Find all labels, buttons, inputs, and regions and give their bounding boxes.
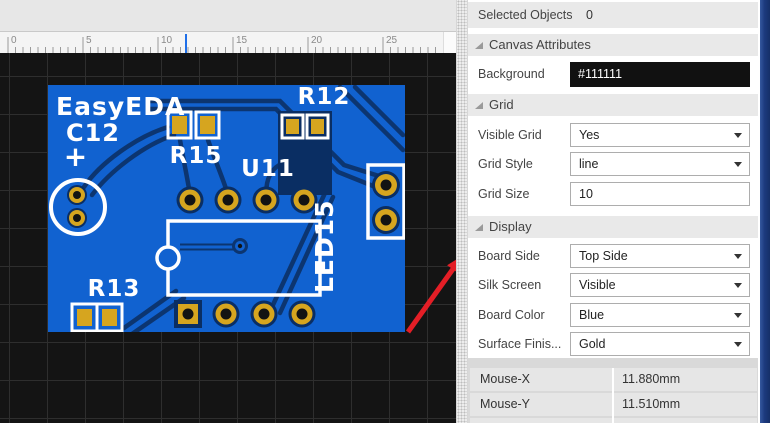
- right-dock-edge: [760, 0, 770, 423]
- section-header-canvas-attributes[interactable]: Canvas Attributes: [468, 34, 758, 56]
- svg-text:0: 0: [11, 35, 17, 46]
- select-value: line: [579, 157, 599, 171]
- board-side-label: Board Side: [478, 249, 540, 263]
- board-color-select[interactable]: Blue: [570, 303, 750, 327]
- mouse-y-value: 11.510mm: [622, 397, 681, 411]
- u11-bottom-pads: [174, 300, 316, 328]
- grid-size-input[interactable]: [570, 182, 750, 206]
- svg-text:20: 20: [311, 35, 323, 46]
- svg-text:10: 10: [161, 35, 173, 46]
- r13-pads: [70, 302, 124, 332]
- dropdown-arrow-icon: [734, 254, 742, 259]
- select-value: Top Side: [579, 249, 628, 263]
- r12-pads: [280, 113, 330, 140]
- selected-objects-count: 0: [586, 8, 593, 22]
- silkscreen-u11-label: U11: [241, 156, 295, 182]
- silkscreen-r12-label: R12: [298, 85, 351, 110]
- section-header-grid[interactable]: Grid: [468, 94, 758, 116]
- c12-capacitor: [49, 178, 107, 236]
- grid-style-label: Grid Style: [478, 157, 533, 171]
- properties-panel: Selected Objects 0 Canvas Attributes Bac…: [468, 0, 760, 423]
- silkscreen-r15-label: R15: [170, 143, 223, 169]
- ruler-end-corner: [443, 32, 457, 53]
- selected-objects-label: Selected Objects: [478, 8, 573, 22]
- dropdown-arrow-icon: [734, 342, 742, 347]
- visible-grid-label: Visible Grid: [478, 128, 542, 142]
- select-value: Gold: [579, 337, 606, 351]
- surface-finish-select[interactable]: Gold: [570, 332, 750, 356]
- board-color-label: Board Color: [478, 308, 545, 322]
- ruler-cursor-marker: [185, 34, 188, 53]
- surface-finish-label: Surface Finis...: [478, 337, 562, 351]
- ruler-ticks: 0 5 10 15 20 25: [7, 35, 436, 53]
- led15-connector: [366, 163, 405, 240]
- silk-screen-label: Silk Screen: [478, 278, 542, 292]
- collapse-triangle-icon: [475, 224, 483, 231]
- top-toolbar: [0, 0, 456, 32]
- background-label: Background: [478, 67, 545, 81]
- silkscreen-c12-label: C12: [66, 119, 120, 147]
- select-value: Blue: [579, 308, 605, 322]
- select-value: Yes: [579, 128, 600, 142]
- panel-splitter-handle[interactable]: [456, 0, 468, 423]
- board-side-select[interactable]: Top Side: [570, 244, 750, 268]
- u11-silkscreen-body: [155, 219, 322, 297]
- mouse-x-value: 11.880mm: [622, 372, 681, 386]
- silkscreen-polarity-mark: +: [64, 140, 88, 173]
- r15-pads: [166, 110, 221, 140]
- silkscreen-led15-label: LED15: [310, 199, 339, 293]
- section-header-display[interactable]: Display: [468, 216, 758, 238]
- u11-top-pads: [176, 186, 318, 214]
- mouse-y-label: Mouse-Y: [480, 397, 531, 411]
- silkscreen-brand-label: EasyEDA: [56, 92, 185, 121]
- selected-objects-row: Selected Objects 0: [468, 2, 758, 28]
- horizontal-ruler: 0 5 10 15 20 25: [0, 32, 456, 53]
- section-title: Canvas Attributes: [489, 37, 591, 52]
- status-table: Mouse-X 11.880mm Mouse-Y 11.510mm: [468, 358, 758, 423]
- silk-screen-select[interactable]: Visible: [570, 273, 750, 297]
- collapse-triangle-icon: [475, 42, 483, 49]
- grid-style-select[interactable]: line: [570, 152, 750, 176]
- mouse-x-label: Mouse-X: [480, 372, 531, 386]
- svg-text:25: 25: [386, 35, 398, 46]
- svg-text:15: 15: [236, 35, 248, 46]
- grid-size-label: Grid Size: [478, 187, 530, 201]
- silkscreen-r13-label: R13: [88, 276, 141, 302]
- section-title: Grid: [489, 97, 514, 112]
- via: [232, 238, 248, 254]
- dropdown-arrow-icon: [734, 313, 742, 318]
- collapse-triangle-icon: [475, 102, 483, 109]
- visible-grid-select[interactable]: Yes: [570, 123, 750, 147]
- table-column-divider: [612, 368, 614, 423]
- svg-text:5: 5: [86, 35, 92, 46]
- pcb-board[interactable]: EasyEDA C12 + R15 U11 R12 LED15 R13: [48, 85, 405, 332]
- select-value: Visible: [579, 278, 616, 292]
- background-color-swatch[interactable]: #111111: [570, 62, 750, 87]
- dropdown-arrow-icon: [734, 162, 742, 167]
- section-title: Display: [489, 219, 532, 234]
- dropdown-arrow-icon: [734, 283, 742, 288]
- dropdown-arrow-icon: [734, 133, 742, 138]
